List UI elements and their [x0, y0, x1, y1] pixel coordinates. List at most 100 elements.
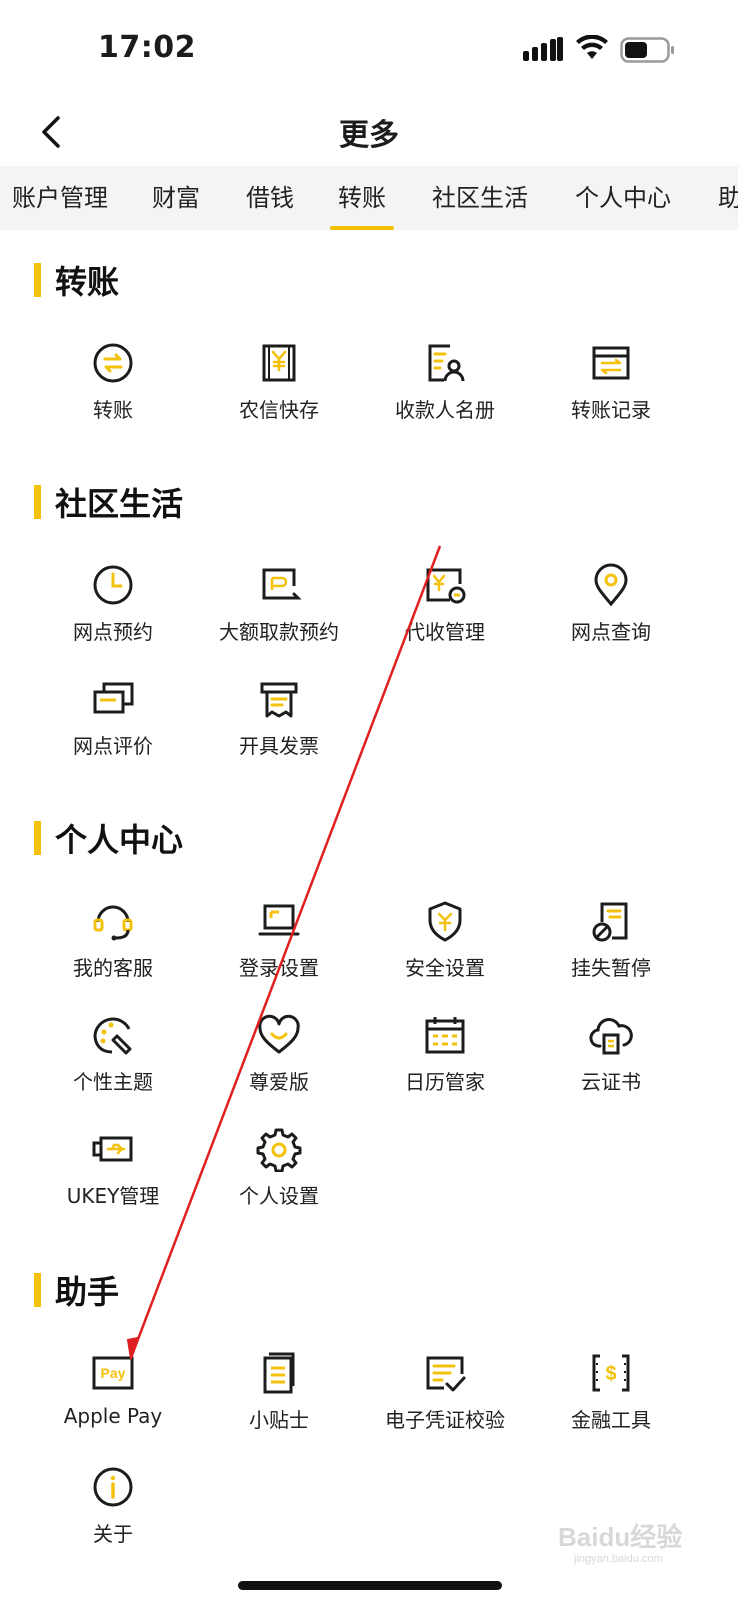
- gear-icon: [256, 1128, 302, 1172]
- info-icon: [93, 1467, 133, 1507]
- calendar-icon: [425, 1017, 465, 1054]
- tab-assistant[interactable]: 助: [718, 184, 738, 212]
- grid-item-label: 安全设置: [405, 956, 485, 980]
- grid-item-label: 开具发票: [239, 734, 319, 758]
- section-title: 社区生活: [55, 485, 184, 523]
- grid-item-label: 转账记录: [571, 398, 651, 422]
- grid-item-issue-invoice[interactable]: 开具发票: [194, 676, 364, 776]
- tab-account-management[interactable]: 账户管理: [12, 184, 108, 212]
- palette-icon: [93, 1017, 132, 1055]
- status-time: 17:02: [98, 30, 196, 65]
- collection-icon: [426, 568, 466, 604]
- grid-item-branch-appointment[interactable]: 网点预约: [28, 562, 198, 662]
- tab-personal-center[interactable]: 个人中心: [575, 184, 671, 212]
- grid-item-label: 日历管家: [405, 1070, 485, 1094]
- svg-text:Pay: Pay: [101, 1365, 126, 1381]
- grid-item-label: 登录设置: [239, 956, 319, 980]
- grid-item-security-settings[interactable]: 安全设置: [360, 898, 530, 998]
- finance-tools-icon: $: [592, 1354, 630, 1392]
- section-accent-bar: [34, 263, 41, 297]
- clock-icon: [93, 565, 133, 605]
- grid-item-label: 网点预约: [73, 620, 153, 644]
- watermark-logo: Baidu经验 jingyan.baidu.com: [558, 1522, 682, 1565]
- grid-item-customer-service[interactable]: 我的客服: [28, 898, 198, 998]
- invoice-icon: [260, 682, 298, 718]
- grid-item-collection-management[interactable]: 代收管理: [360, 562, 530, 662]
- watermark-text: Baidu经验: [558, 1522, 682, 1552]
- grid-item-label: 农信快存: [239, 398, 319, 422]
- home-indicator[interactable]: [238, 1581, 502, 1590]
- grid-item-label: Apple Pay: [63, 1404, 163, 1428]
- grid-item-transfer-record[interactable]: 转账记录: [526, 340, 696, 440]
- grid-item-finance-tools[interactable]: $ 金融工具: [526, 1350, 696, 1450]
- tips-icon: [263, 1352, 295, 1394]
- grid-item-tips[interactable]: 小贴士: [194, 1350, 364, 1450]
- location-pin-icon: [594, 563, 628, 607]
- section-accent-bar: [34, 821, 41, 855]
- wifi-icon: [576, 35, 608, 59]
- withdrawal-icon: [262, 568, 302, 600]
- grid-item-label: 挂失暂停: [571, 956, 651, 980]
- shield-icon: [428, 901, 462, 942]
- grid-item-elder-mode[interactable]: 尊爱版: [194, 1012, 364, 1112]
- cards-icon: [93, 682, 134, 714]
- laptop-icon: [258, 904, 300, 936]
- grid-item-label: 网点评价: [73, 734, 153, 758]
- tab-wealth[interactable]: 财富: [152, 184, 200, 212]
- usb-key-icon: [92, 1136, 133, 1162]
- grid-item-cloud-certificate[interactable]: 云证书: [526, 1012, 696, 1112]
- grid-item-about[interactable]: 关于: [28, 1464, 198, 1564]
- grid-item-ukey-management[interactable]: UKEY管理: [28, 1126, 198, 1226]
- grid-item-label: 我的客服: [73, 956, 153, 980]
- payee-list-icon: [428, 344, 465, 382]
- grid-item-label: 小贴士: [249, 1408, 309, 1432]
- grid-item-label: 个性主题: [73, 1070, 153, 1094]
- section-title: 助手: [55, 1273, 120, 1311]
- report-loss-icon: [592, 902, 628, 942]
- back-arrow-icon[interactable]: [34, 112, 70, 152]
- grid-item-apple-pay[interactable]: Pay Apple Pay: [28, 1350, 198, 1450]
- heart-icon: [258, 1014, 300, 1054]
- grid-item-label: 电子凭证校验: [385, 1408, 505, 1432]
- grid-item-personal-settings[interactable]: 个人设置: [194, 1126, 364, 1226]
- section-accent-bar: [34, 1273, 41, 1307]
- grid-item-voucher-verify[interactable]: 电子凭证校验: [360, 1350, 530, 1450]
- grid-item-login-settings[interactable]: 登录设置: [194, 898, 364, 998]
- grid-item-label: 云证书: [581, 1070, 641, 1094]
- section-title: 转账: [55, 263, 120, 301]
- page-title: 更多: [339, 118, 399, 153]
- battery-icon: [620, 37, 674, 63]
- grid-item-branch-review[interactable]: 网点评价: [28, 676, 198, 776]
- tab-borrow[interactable]: 借钱: [246, 184, 294, 212]
- grid-item-label: UKEY管理: [66, 1184, 160, 1208]
- tab-transfer[interactable]: 转账: [330, 166, 394, 230]
- grid-item-payee-list[interactable]: 收款人名册: [360, 340, 530, 440]
- grid-item-label: 转账: [93, 398, 133, 422]
- tab-community-life[interactable]: 社区生活: [432, 184, 528, 212]
- grid-item-report-loss[interactable]: 挂失暂停: [526, 898, 696, 998]
- grid-item-transfer[interactable]: 转账: [28, 340, 198, 440]
- grid-item-calendar[interactable]: 日历管家: [360, 1012, 530, 1112]
- grid-item-quick-deposit[interactable]: 农信快存: [194, 340, 364, 440]
- grid-item-label: 关于: [93, 1522, 133, 1546]
- grid-item-label: 尊爱版: [249, 1070, 309, 1094]
- quick-deposit-icon: [262, 344, 296, 382]
- grid-item-large-withdrawal[interactable]: 大额取款预约: [194, 562, 364, 662]
- section-title: 个人中心: [55, 821, 184, 859]
- grid-item-label: 网点查询: [571, 620, 651, 644]
- transfer-icon: [93, 343, 133, 383]
- grid-item-branch-search[interactable]: 网点查询: [526, 562, 696, 662]
- cellular-signal-icon: [523, 37, 563, 61]
- grid-item-theme[interactable]: 个性主题: [28, 1012, 198, 1112]
- section-header-personal: 个人中心: [34, 818, 184, 859]
- grid-item-label: 金融工具: [571, 1408, 651, 1432]
- nav-bar: 更多: [0, 100, 738, 166]
- cloud-cert-icon: [589, 1018, 633, 1055]
- section-header-transfer: 转账: [34, 260, 120, 301]
- watermark-subtext: jingyan.baidu.com: [573, 1553, 663, 1565]
- grid-item-label: 代收管理: [405, 620, 485, 644]
- headset-icon: [93, 905, 133, 941]
- category-tabs: 账户管理 财富 借钱 转账 社区生活 个人中心 助: [0, 166, 738, 230]
- section-header-community: 社区生活: [34, 482, 184, 523]
- svg-text:$: $: [605, 1363, 616, 1385]
